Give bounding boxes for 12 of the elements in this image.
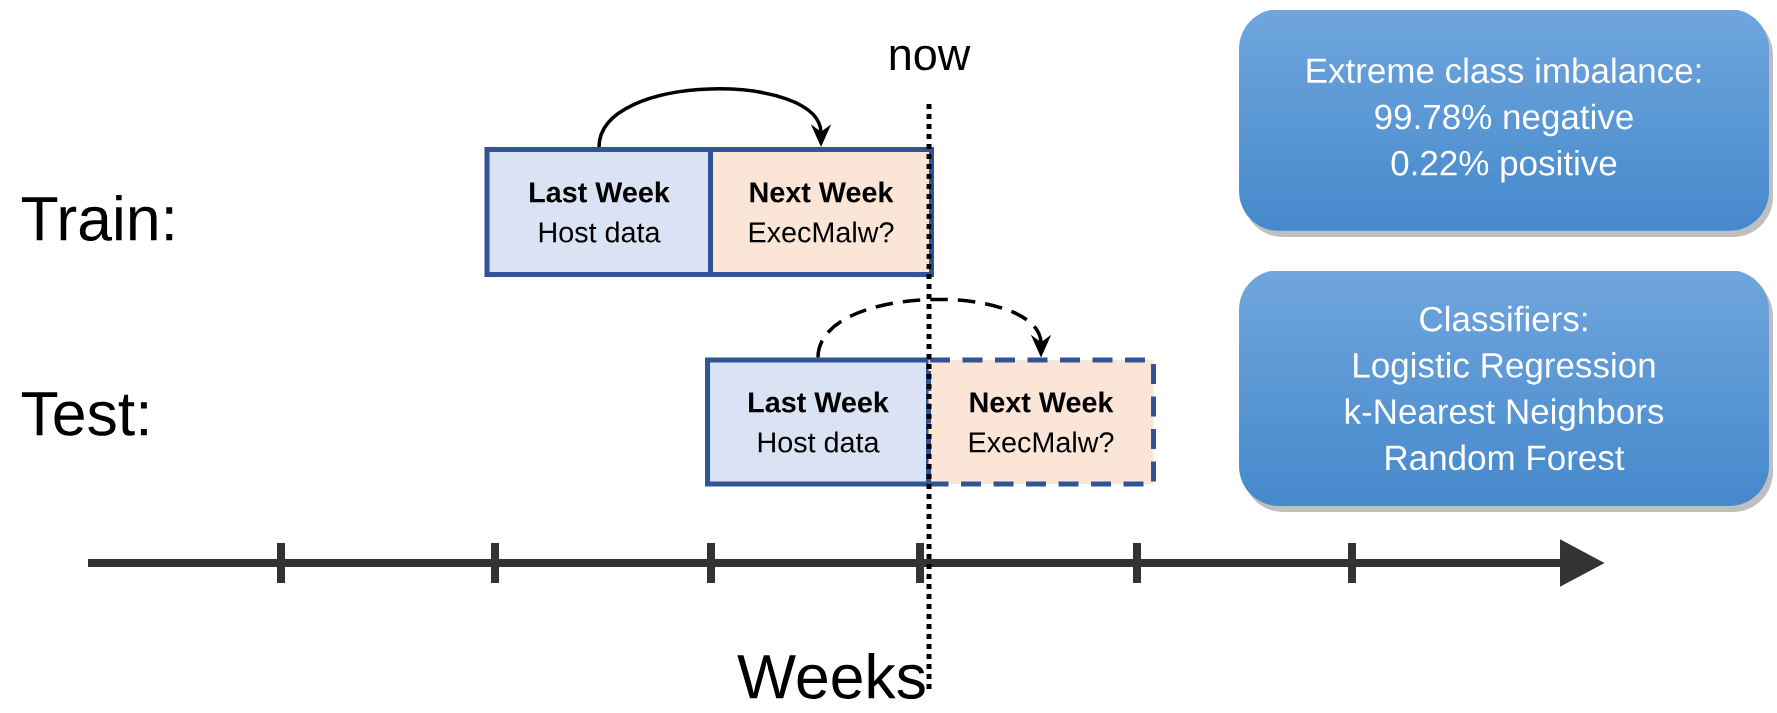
row-label: Test: <box>21 392 147 436</box>
week-box: Next Week ExecMalw? <box>708 147 934 277</box>
arrow <box>816 297 1052 358</box>
week-box: Last Week Host data <box>484 147 714 277</box>
info-box: Extreme class imbalance: 99.78% negative 0.22% positive <box>1239 10 1773 237</box>
week-box: Next Week ExecMalw? <box>926 357 1156 487</box>
axis-label: Weeks <box>737 653 925 699</box>
arrow <box>597 87 832 148</box>
week-box: Last Week Host data <box>705 357 931 487</box>
row-label: Train: <box>21 195 173 241</box>
info-box: Classifiers: Logistic Regression k-Nearest Neighbors Random Forest <box>1239 271 1773 512</box>
now-label: now <box>890 45 971 71</box>
